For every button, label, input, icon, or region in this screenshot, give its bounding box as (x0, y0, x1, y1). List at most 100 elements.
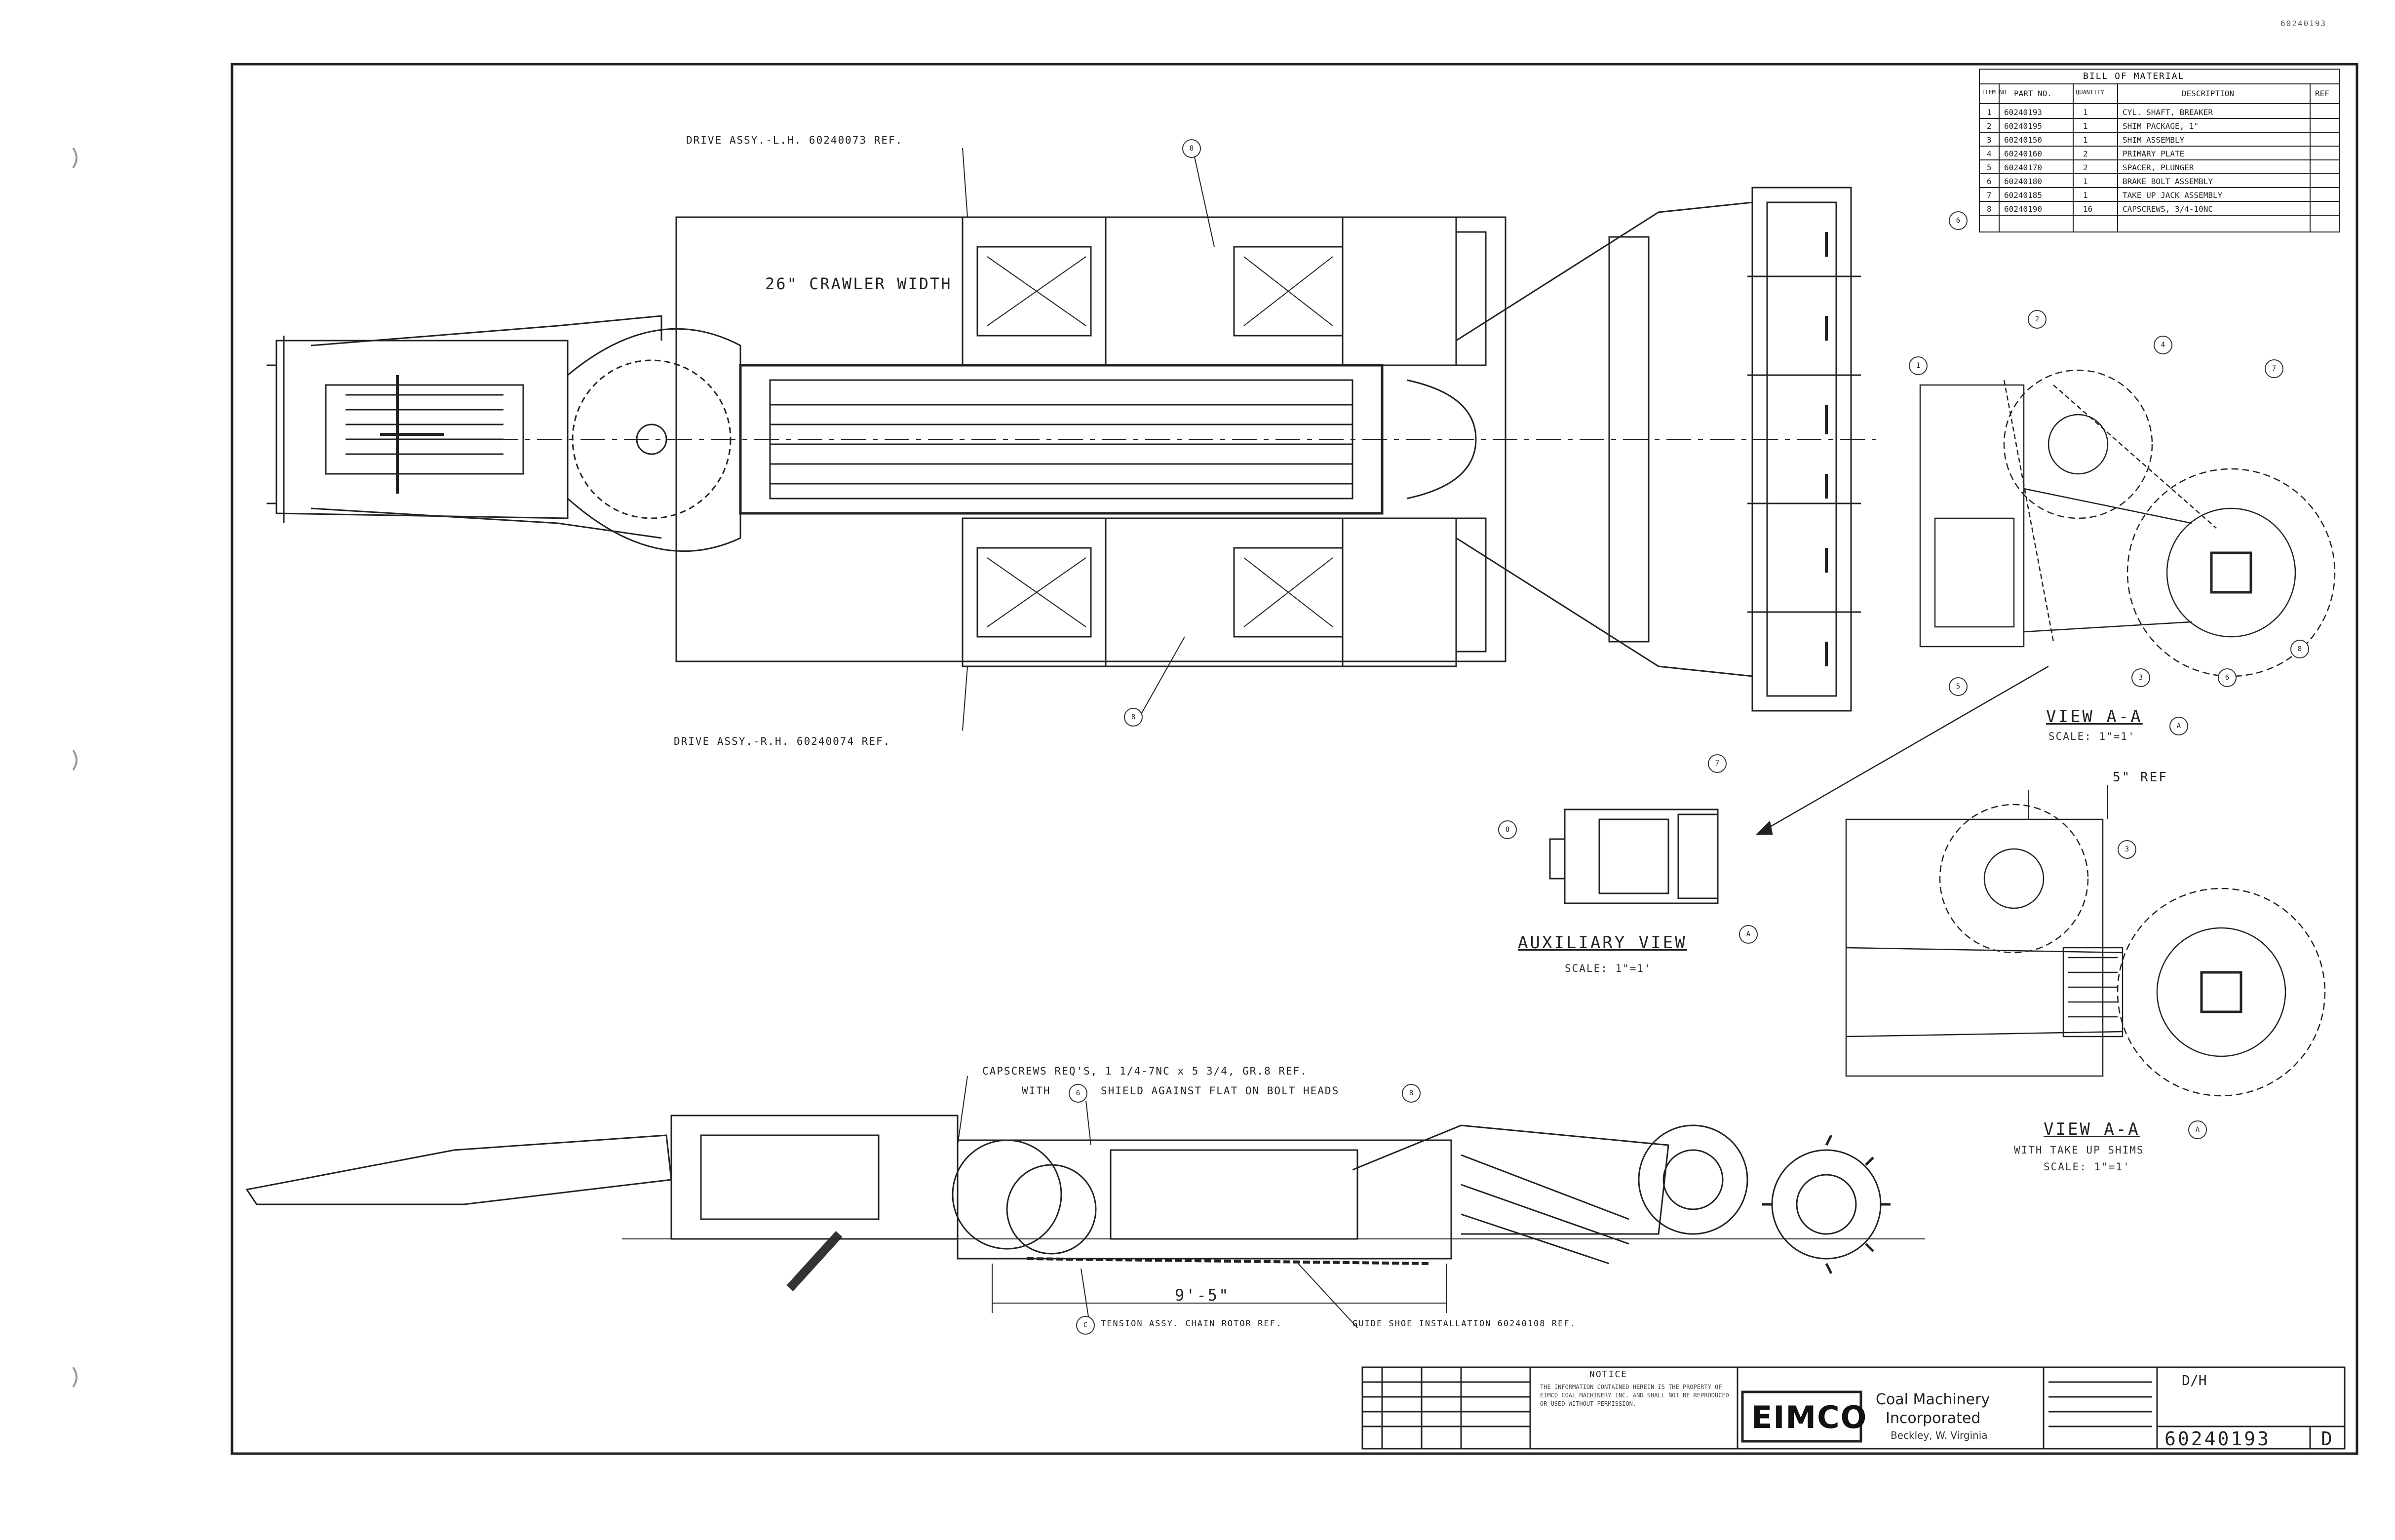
drive-assy-rh-label: DRIVE ASSY.-R.H. 60240074 REF. (674, 735, 891, 747)
bom-row-part: 60240193 (2004, 108, 2043, 117)
bom-row-qty: 2 (2083, 163, 2088, 172)
crawler-width-label: 26" CRAWLER WIDTH (765, 274, 952, 293)
view-aa-2-drawing (1845, 785, 2326, 1097)
bom-header-description: DESCRIPTION (2182, 89, 2234, 98)
bom-row-qty: 1 (2083, 135, 2088, 145)
plan-view (267, 148, 1876, 731)
balloon-aa1-3: 4 (2154, 336, 2172, 354)
balloon-aux-7: 7 (1708, 754, 1727, 773)
notice-heading: NOTICE (1589, 1369, 1628, 1380)
balloon-aa1-2: 2 (2028, 310, 2047, 329)
balloon-aa1-6: 3 (2131, 668, 2150, 687)
tension-assy-note: TENSION ASSY. CHAIN ROTOR REF. (1101, 1319, 1282, 1329)
bom-row-desc: SPACER, PLUNGER (2123, 163, 2194, 172)
bom-row-item: 2 (1987, 121, 1992, 131)
bom-row-qty: 1 (2083, 121, 2088, 131)
punch-mark (72, 147, 77, 1388)
bom-row-qty: 1 (2083, 177, 2088, 186)
balloon-side-tension: C (1076, 1316, 1095, 1335)
balloon-aa2-3: 3 (2118, 840, 2136, 859)
balloon-aa1-8: 8 (2290, 640, 2309, 658)
bom-row-part: 60240170 (2004, 163, 2043, 172)
balloon-aa1-7: 6 (2218, 668, 2237, 687)
eimco-logo: EIMCO (1751, 1399, 1868, 1435)
capscrews-note-line2: SHIELD AGAINST FLAT ON BOLT HEADS (1101, 1085, 1340, 1097)
side-crawler (957, 1139, 1452, 1260)
side-cutter-drum-1 (1638, 1124, 1748, 1235)
bom-row-qty: 2 (2083, 149, 2088, 158)
bom-row-item: 4 (1987, 149, 1992, 158)
bom-row-item: 5 (1987, 163, 1992, 172)
auxiliary-view-scale: SCALE: 1"=1' (1565, 962, 1652, 974)
view-aa-1-scale: SCALE: 1"=1' (2048, 731, 2135, 742)
balloon-view-aa-1: A (2169, 717, 2188, 735)
bom-row-item: 6 (1987, 177, 1992, 186)
balloon-item-8-lower: 8 (1124, 708, 1143, 727)
bom-row-desc: BRAKE BOLT ASSEMBLY (2123, 177, 2213, 186)
view-aa-2-subtitle: WITH TAKE UP SHIMS (2014, 1144, 2144, 1156)
bom-row-desc: CYL. SHAFT, BREAKER (2123, 108, 2213, 117)
bom-row-qty: 1 (2083, 191, 2088, 200)
corner-stamp: 60240193 (2280, 19, 2327, 28)
bom-header-ref: REF (2315, 89, 2329, 98)
guide-shoe-note: GUIDE SHOE INSTALLATION 60240108 REF. (1352, 1319, 1576, 1329)
balloon-aa1-1: 1 (1909, 356, 1928, 375)
plan-turntable (567, 328, 741, 552)
revision-letter: D (2321, 1428, 2332, 1450)
bom-row-desc: PRIMARY PLATE (2123, 149, 2185, 158)
bom-row-part: 60240180 (2004, 177, 2043, 186)
sheet-border (231, 63, 2358, 1455)
bom-row-item: 7 (1987, 191, 1992, 200)
plan-tail-boom (275, 340, 569, 519)
bom-row-qty: 16 (2083, 204, 2093, 214)
plan-cutter-drum (1751, 187, 1852, 712)
bom-row-item: 8 (1987, 204, 1992, 214)
drawing-number: 60240193 (2164, 1428, 2271, 1450)
bom-row-desc: CAPSCREWS, 3/4-10NC (2123, 204, 2213, 214)
balloon-item-8-upper: 8 (1182, 139, 1201, 158)
bom-header-part: PART NO. (2014, 89, 2052, 98)
bom-row-item: 3 (1987, 135, 1992, 145)
side-cutter-drum-2 (1771, 1149, 1882, 1260)
capscrews-note-line1: CAPSCREWS REQ'S, 1 1/4-7NC x 5 3/4, GR.8… (982, 1065, 1308, 1077)
capscrews-note-with: WITH (1022, 1085, 1051, 1097)
auxiliary-view-title: AUXILIARY VIEW (1518, 933, 1687, 953)
view-aa-2-scale: SCALE: 1"=1' (2044, 1161, 2130, 1173)
bom-table-lines (1979, 69, 2340, 232)
balloon-side-with: 6 (1069, 1084, 1087, 1103)
bom-title: BILL OF MATERIAL (2083, 71, 2185, 81)
bom-header-item: ITEM NO (1981, 89, 2007, 96)
side-elevation (245, 1076, 1925, 1333)
bom-row-part: 60240150 (2004, 135, 2043, 145)
view-aa-1-title: VIEW A-A (2046, 707, 2143, 727)
company-line-3: Beckley, W. Virginia (1891, 1429, 1988, 1441)
bom-row-part: 60240195 (2004, 121, 2043, 131)
bom-row-desc: SHIM PACKAGE, 1" (2123, 121, 2199, 131)
bom-row-part: 60240185 (2004, 191, 2043, 200)
bom-row-desc: SHIM ASSEMBLY (2123, 135, 2185, 145)
auxiliary-view-drawing (1549, 808, 1719, 904)
balloon-aux-8: 8 (1498, 820, 1517, 839)
title-block-lines (1361, 1366, 2346, 1450)
balloon-view-aa-2: A (2188, 1120, 2207, 1139)
drive-assy-lh-label: DRIVE ASSY.-L.H. 60240073 REF. (686, 134, 903, 146)
company-line-1: Coal Machinery (1876, 1391, 1990, 1408)
sheet-size: D/H (2182, 1372, 2207, 1388)
dimension-9ft-5in: 9'-5" (1175, 1286, 1230, 1305)
balloon-aa1-4: 7 (2265, 359, 2283, 378)
view-aa-2-title: VIEW A-A (2044, 1119, 2140, 1139)
bom-row-part: 60240160 (2004, 149, 2043, 158)
bom-row-part: 60240190 (2004, 204, 2043, 214)
notice-text: THE INFORMATION CONTAINED HEREIN IS THE … (1540, 1384, 1729, 1407)
side-tail-boom (245, 1134, 672, 1205)
five-inch-ref-label: 5" REF (2113, 770, 2168, 785)
bom-row-qty: 1 (2083, 108, 2088, 117)
balloon-bom-side: 6 (1949, 211, 1968, 230)
bom-row-desc: TAKE UP JACK ASSEMBLY (2123, 191, 2223, 200)
bom-header-quantity: QUANTITY (2076, 89, 2104, 96)
view-aa-1-drawing (1755, 369, 2336, 835)
balloon-aux-view: A (1739, 925, 1758, 944)
bom-row-item: 1 (1987, 108, 1992, 117)
balloon-side-end: 8 (1402, 1084, 1421, 1103)
